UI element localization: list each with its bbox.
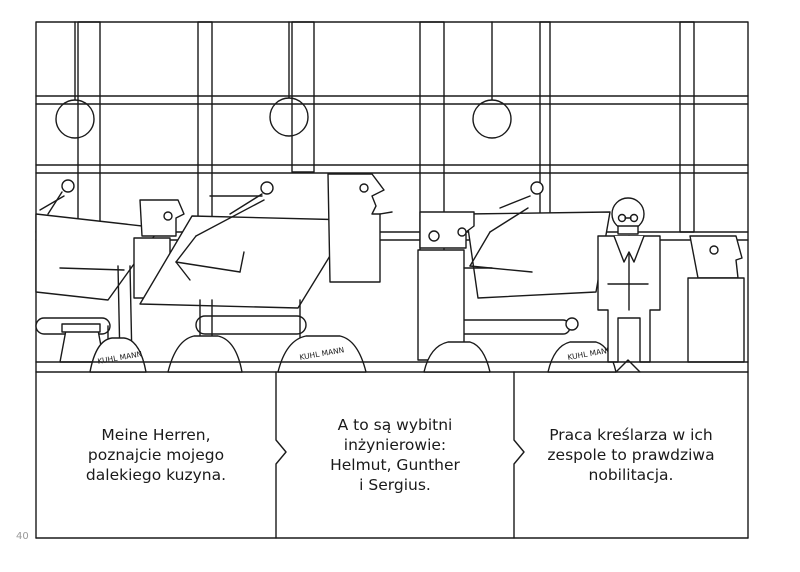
drafting-table-2: [139, 181, 353, 363]
caption-3: Praca kreślarza w ich zespole to prawdzi…: [547, 425, 715, 485]
man-with-glasses: [597, 197, 661, 363]
pendant-lamps: [55, 21, 512, 139]
chair-5: KUHL MANN: [547, 341, 617, 373]
caption-1: Meine Herren, poznajcie mojego dalekiego…: [85, 425, 227, 485]
chair-2: [167, 335, 243, 373]
page-number: 40: [16, 531, 29, 542]
worker-centre-tall: [327, 173, 393, 283]
chair-3: KUHL MANN: [277, 335, 367, 373]
caption-panels: [35, 359, 749, 539]
caption-2: A to są wybitni inżynierowie: Helmut, Gu…: [330, 415, 460, 495]
worker-left: [133, 199, 185, 299]
worker-far-right: [687, 235, 745, 363]
top-panel-frame: [35, 21, 749, 373]
drafting-table-3: [439, 181, 611, 335]
